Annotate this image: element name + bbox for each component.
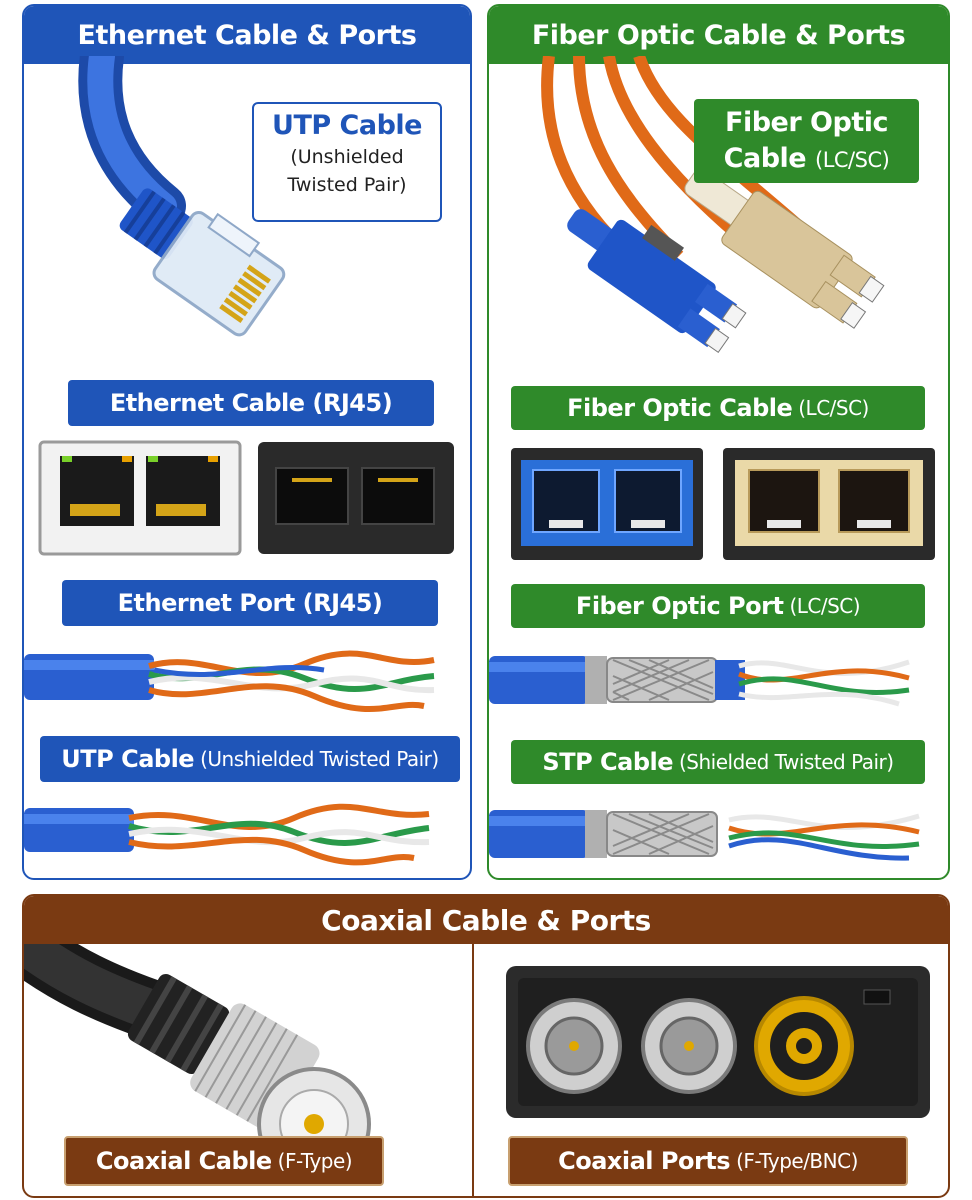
twisted-pair-cable-icon-2 [24,803,430,866]
twisted-pair-cable-icon [24,650,435,712]
fiber-port-label: Fiber Optic Port (LC/SC) [511,584,925,628]
stp-cable-label: STP Cable (Shielded Twisted Pair) [511,740,925,784]
coax-ports-label: Coaxial Ports (F-Type/BNC) [508,1136,908,1186]
coax-ports-label-main: Coaxial Ports [558,1147,731,1175]
coax-panel: Coaxial Cable & Ports [22,894,950,1198]
ethernet-panel: Ethernet Cable & Ports UTP Cable (Unshie… [22,4,472,880]
utp-callout: UTP Cable (Unshielded Twisted Pair) [252,102,442,222]
fiber-cable-label: Fiber Optic Cable (LC/SC) [511,386,925,430]
fiber-callout-line2: Cable (LC/SC) [694,141,919,178]
stp-cable-icon [489,656,910,707]
rj45-plug-icon [78,56,286,337]
ethernet-panel-header: Ethernet Cable & Ports [24,6,470,64]
fiber-connector-icon [541,56,885,354]
fiber-panel-header: Fiber Optic Cable & Ports [489,6,948,64]
fiber-cable-label-sub: (LC/SC) [798,396,869,420]
utp-cable-label: UTP Cable (Unshielded Twisted Pair) [40,736,460,782]
coax-port-icon [506,966,930,1118]
fiber-cable-label-main: Fiber Optic Cable [567,394,793,422]
fiber-port-label-main: Fiber Optic Port [575,592,784,620]
fiber-callout-title: Fiber Optic [725,107,889,138]
fiber-callout-line2-main: Cable [723,143,807,174]
stp-cable-label-sub: (Shielded Twisted Pair) [679,750,894,774]
utp-cable-label-main: UTP Cable [61,745,195,773]
stp-cable-label-main: STP Cable [542,748,673,776]
utp-cable-label-sub: (Unshielded Twisted Pair) [200,747,439,771]
coax-divider [472,944,474,1196]
ethernet-cable-label: Ethernet Cable (RJ45) [68,380,434,426]
fiber-port-label-sub: (LC/SC) [789,594,861,618]
fiber-callout-line2-sub: (LC/SC) [815,148,890,172]
coax-cable-label-main: Coaxial Cable [95,1147,272,1175]
coax-cable-label-sub: (F-Type) [277,1149,353,1173]
fiber-callout: Fiber Optic Cable (LC/SC) [694,99,919,183]
utp-callout-sub2: Twisted Pair) [287,174,407,196]
utp-callout-sub1: (Unshielded [290,146,404,168]
stp-cable-icon-2 [489,810,920,861]
coax-panel-header: Coaxial Cable & Ports [24,896,948,944]
coax-ports-label-sub: (F-Type/BNC) [736,1149,858,1173]
utp-callout-title: UTP Cable [272,110,422,141]
coax-connector-icon [24,944,371,1144]
fiber-panel: Fiber Optic Cable & Ports Fiber Optic Ca [487,4,950,880]
fiber-port-icon [511,448,935,560]
ethernet-port-icon [38,440,454,556]
ethernet-port-label: Ethernet Port (RJ45) [62,580,438,626]
coax-cable-label: Coaxial Cable (F-Type) [64,1136,384,1186]
